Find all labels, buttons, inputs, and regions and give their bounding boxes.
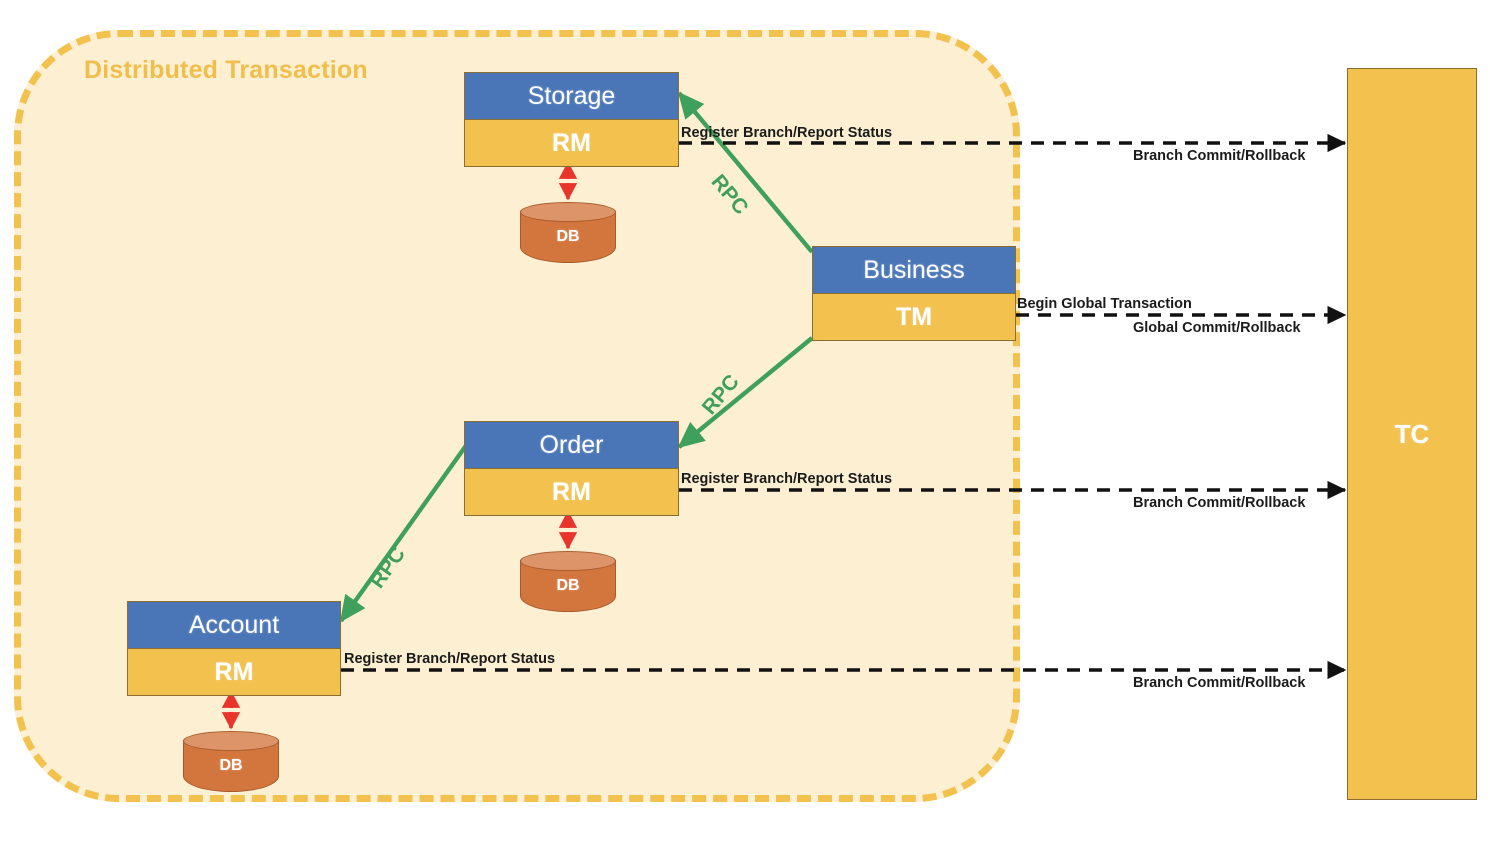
database-order[interactable]: DB	[520, 551, 616, 617]
tc-link-label-business-upper: Begin Global Transaction	[1017, 296, 1192, 312]
service-name-storage: Storage	[464, 72, 679, 120]
database-account[interactable]: DB	[183, 731, 279, 797]
database-storage[interactable]: DB	[520, 202, 616, 268]
db-label-account: DB	[219, 757, 243, 774]
service-box-business[interactable]: Business TM	[812, 246, 1016, 341]
tc-link-label-business-lower: Global Commit/Rollback	[1133, 320, 1301, 336]
tc-link-label-storage-lower: Branch Commit/Rollback	[1133, 148, 1306, 164]
tc-link-label-order-upper: Register Branch/Report Status	[681, 471, 893, 487]
transaction-coordinator-box[interactable]: TC	[1347, 68, 1477, 800]
db-cylinder-top	[183, 731, 279, 751]
service-name-business: Business	[812, 246, 1016, 294]
service-role-account: RM	[127, 649, 341, 696]
service-box-account[interactable]: Account RM	[127, 601, 341, 696]
service-name-order: Order	[464, 421, 679, 469]
service-role-business: TM	[812, 294, 1016, 341]
service-box-order[interactable]: Order RM	[464, 421, 679, 516]
service-role-storage: RM	[464, 120, 679, 167]
distributed-transaction-title: Distributed Transaction	[84, 56, 368, 84]
db-cylinder-body	[520, 560, 616, 612]
tc-link-label-account-upper: Register Branch/Report Status	[344, 651, 556, 667]
transaction-coordinator-label: TC	[1394, 418, 1430, 449]
service-box-storage[interactable]: Storage RM	[464, 72, 679, 167]
db-cylinder-top	[520, 551, 616, 571]
db-label-order: DB	[556, 577, 580, 594]
tc-link-label-account-lower: Branch Commit/Rollback	[1133, 675, 1306, 691]
tc-link-label-order-lower: Branch Commit/Rollback	[1133, 495, 1306, 511]
service-name-account: Account	[127, 601, 341, 649]
db-label-storage: DB	[556, 228, 580, 245]
service-role-order: RM	[464, 469, 679, 516]
db-cylinder-top	[520, 202, 616, 222]
tc-link-label-storage-upper: Register Branch/Report Status	[681, 125, 893, 141]
